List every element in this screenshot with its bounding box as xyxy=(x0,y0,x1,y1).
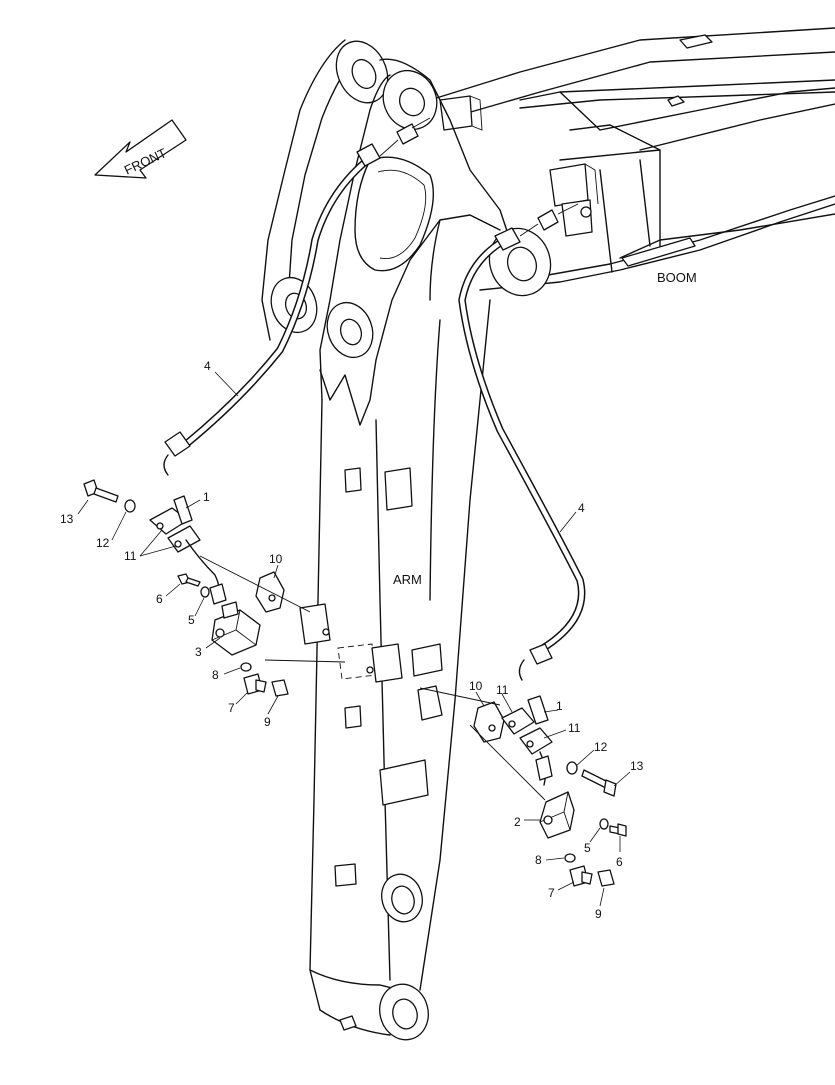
fitting-group-left xyxy=(83,479,346,697)
callout-6-left: 6 xyxy=(156,592,163,606)
callout-8-left: 8 xyxy=(212,668,219,682)
callout-9-left: 9 xyxy=(264,715,271,729)
callout-7-left: 7 xyxy=(228,701,235,715)
hose-right xyxy=(458,203,586,681)
callout-4-right: 4 xyxy=(578,501,585,515)
callout-10-left: 10 xyxy=(269,552,283,566)
callout-12-right: 12 xyxy=(594,740,608,754)
callout-11-left: 11 xyxy=(124,549,137,563)
callout-7-right: 7 xyxy=(548,886,555,900)
callout-13-left: 13 xyxy=(60,512,74,526)
callout-12-left: 12 xyxy=(96,536,110,550)
callout-1-left: 1 xyxy=(203,490,210,504)
callout-2: 2 xyxy=(514,815,521,829)
hose-left xyxy=(163,117,431,476)
boom-label: BOOM xyxy=(657,270,697,285)
boom-structure xyxy=(429,27,835,297)
callout-1-right: 1 xyxy=(556,699,563,713)
callout-3: 3 xyxy=(195,645,202,659)
callout-5-left: 5 xyxy=(188,613,195,627)
callout-4-left: 4 xyxy=(204,359,211,373)
leader-lines xyxy=(77,371,631,907)
callout-5-right: 5 xyxy=(584,841,591,855)
callout-11-right-a: 11 xyxy=(496,683,509,697)
callout-9-right: 9 xyxy=(595,907,602,921)
arm-label: ARM xyxy=(393,572,422,587)
front-arrow: FRONT xyxy=(94,119,187,179)
callout-8-right: 8 xyxy=(535,853,542,867)
callout-11-right-b: 11 xyxy=(568,721,581,735)
callout-6-right: 6 xyxy=(616,855,623,869)
fitting-group-right xyxy=(419,687,627,887)
callout-10-right: 10 xyxy=(469,679,483,693)
arm-head xyxy=(261,39,511,426)
callout-13-right: 13 xyxy=(630,759,644,773)
arm-body xyxy=(299,299,491,1041)
labels: BOOM ARM 4 4 1 1 13 13 12 12 11 11 11 10… xyxy=(60,270,697,921)
